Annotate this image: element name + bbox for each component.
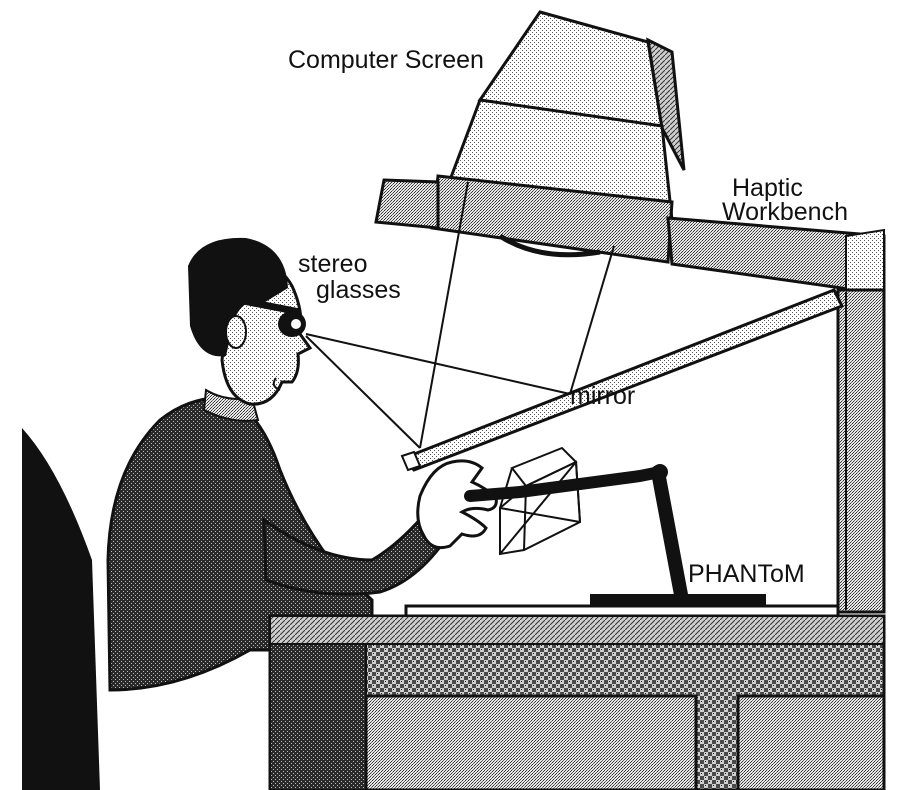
computer-screen — [430, 10, 686, 264]
virtual-cube — [499, 446, 582, 556]
chair — [22, 428, 100, 790]
hand — [416, 459, 498, 550]
workbench-shelf — [374, 178, 886, 298]
label-phantom: PHANToM — [688, 560, 805, 588]
label-mirror: mirror — [570, 382, 635, 410]
label-haptic-line2: Workbench — [722, 198, 848, 226]
mirror — [400, 288, 845, 472]
desk — [268, 604, 886, 790]
workbench-post — [836, 288, 886, 614]
label-computer-screen: Computer Screen — [288, 46, 484, 74]
label-haptic-line1: Haptic — [732, 174, 803, 202]
stereo-glasses — [237, 296, 306, 337]
sight-lines — [305, 181, 615, 449]
label-stereo-line1: stereo — [298, 250, 367, 278]
label-stereo-line2: glasses — [316, 276, 401, 304]
